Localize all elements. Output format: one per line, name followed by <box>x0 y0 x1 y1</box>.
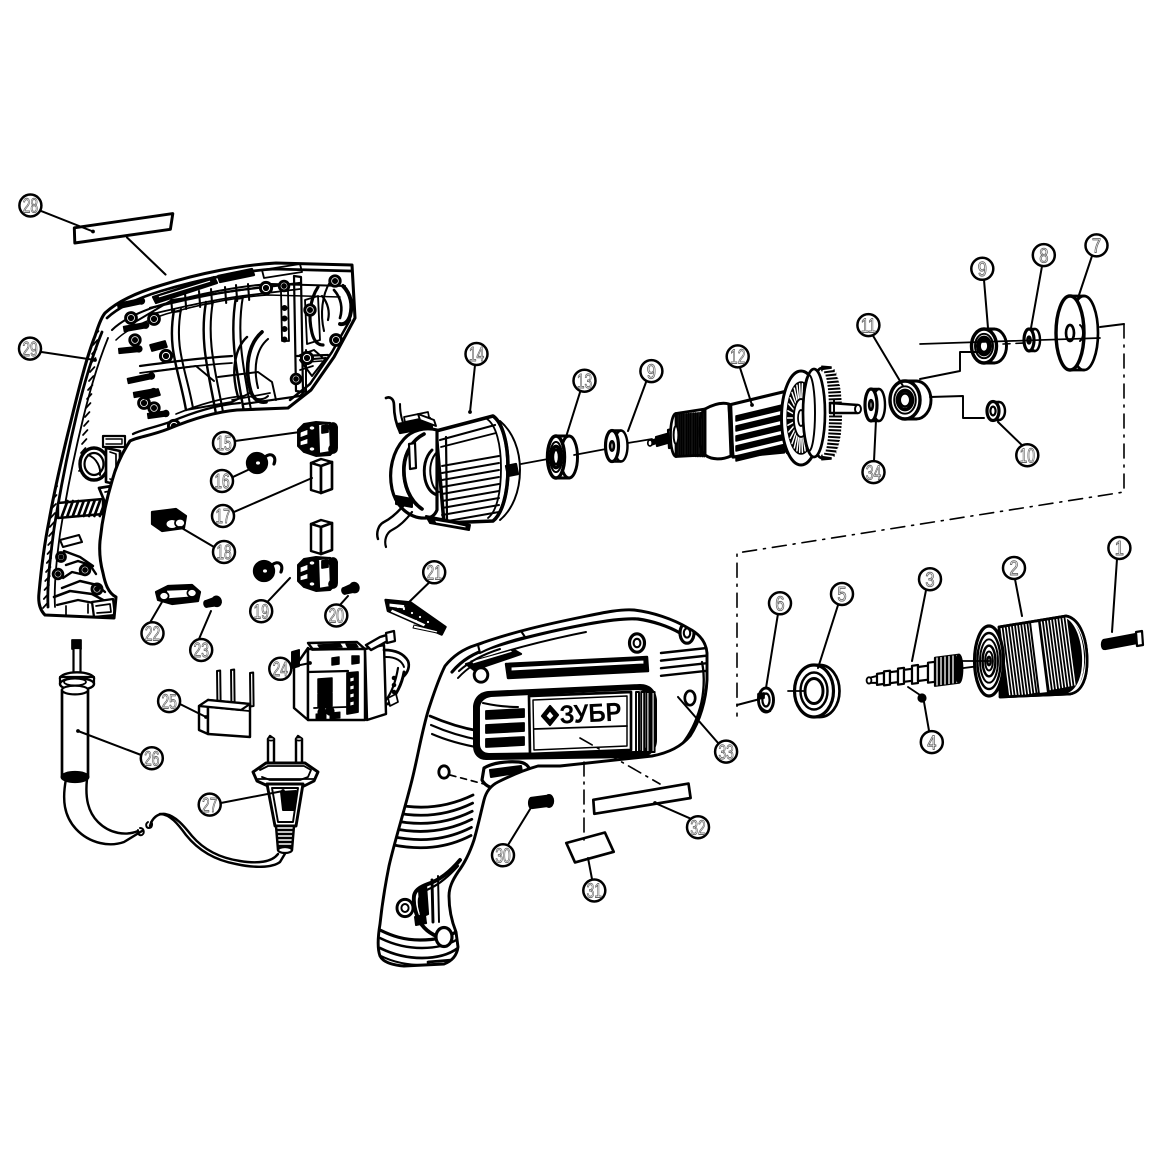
svg-text:11: 11 <box>861 314 876 337</box>
svg-text:14: 14 <box>469 343 484 366</box>
svg-text:4: 4 <box>927 731 936 754</box>
svg-text:9: 9 <box>978 258 987 281</box>
svg-text:29: 29 <box>22 338 37 361</box>
svg-text:26: 26 <box>144 747 159 770</box>
svg-text:28: 28 <box>23 195 38 218</box>
svg-text:25: 25 <box>161 690 176 713</box>
svg-text:19: 19 <box>254 600 269 623</box>
svg-text:5: 5 <box>837 583 846 606</box>
svg-text:27: 27 <box>202 794 217 817</box>
svg-text:20: 20 <box>329 605 344 628</box>
svg-text:18: 18 <box>216 541 231 564</box>
svg-text:1: 1 <box>1115 537 1124 560</box>
svg-text:7: 7 <box>1092 235 1101 258</box>
svg-text:33: 33 <box>718 741 733 764</box>
svg-text:8: 8 <box>1039 244 1048 267</box>
svg-text:9: 9 <box>647 360 656 383</box>
svg-text:34: 34 <box>866 461 881 484</box>
svg-text:2: 2 <box>1009 557 1018 580</box>
svg-text:ЗУБР: ЗУБР <box>559 696 622 729</box>
svg-text:24: 24 <box>273 658 288 681</box>
svg-text:12: 12 <box>730 346 745 369</box>
svg-text:30: 30 <box>495 845 510 868</box>
svg-text:22: 22 <box>145 623 160 646</box>
svg-text:31: 31 <box>587 880 602 903</box>
svg-text:17: 17 <box>215 505 230 528</box>
svg-text:32: 32 <box>690 816 705 839</box>
svg-text:23: 23 <box>194 639 209 662</box>
svg-text:10: 10 <box>1020 444 1035 467</box>
svg-text:16: 16 <box>214 470 229 493</box>
svg-text:15: 15 <box>216 432 231 455</box>
svg-text:21: 21 <box>427 562 442 585</box>
svg-text:13: 13 <box>577 370 592 393</box>
svg-text:6: 6 <box>775 593 784 616</box>
svg-text:3: 3 <box>925 568 934 591</box>
